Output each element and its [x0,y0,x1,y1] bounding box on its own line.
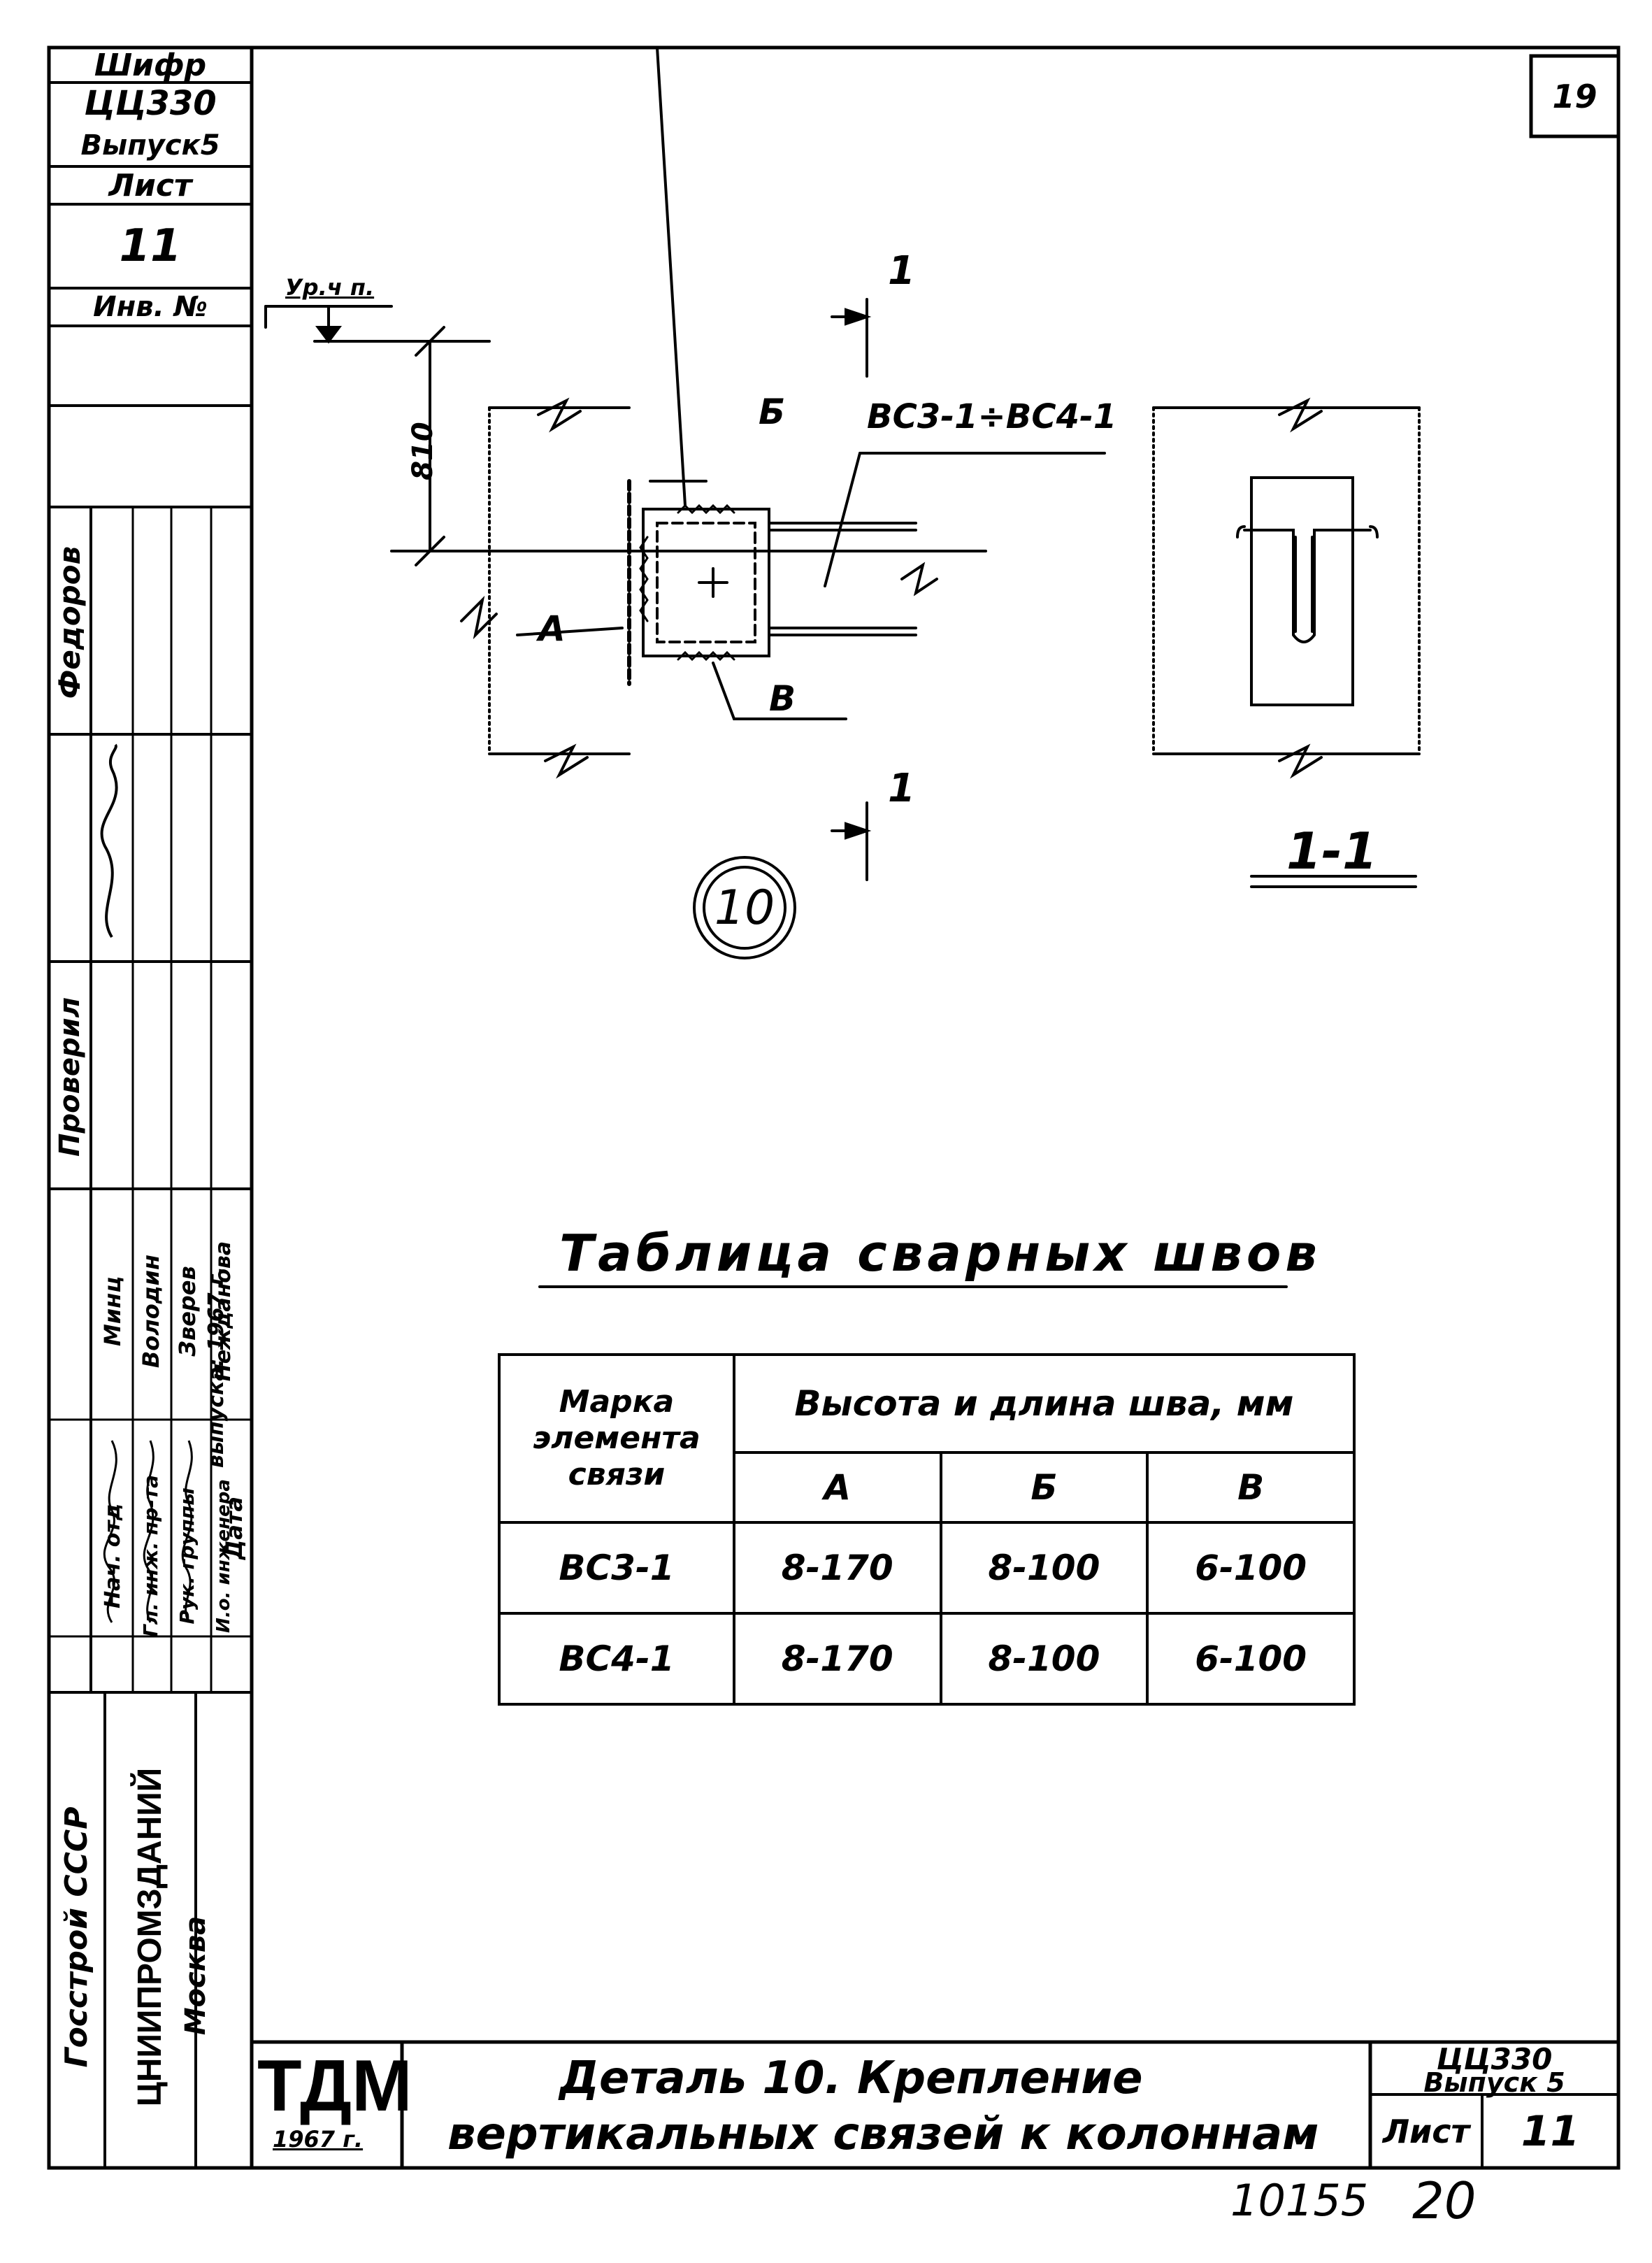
label-b: Б [759,392,786,432]
tb-cipher: ЦЦ330 [1436,2041,1553,2076]
section-mark-top: 1 [888,248,915,294]
detail-number: 10 [714,880,775,936]
issue-value: Выпуск5 [80,129,220,162]
subcol-v: В [1146,1451,1356,1524]
cipher-value: ЦЦ330 [84,84,217,123]
footer-number-left: 10155 [1230,2175,1369,2226]
tb-issue: Выпуск 5 [1423,2066,1565,2098]
row-a: 8-170 [732,1612,942,1706]
name-1: Володин [138,1254,164,1369]
level-label: Ур.ч п. [285,274,375,301]
row-v: 6-100 [1146,1612,1356,1706]
table-row: ВС4-1 8-170 8-100 6-100 [498,1612,1356,1706]
cipher-label: Шифр [94,47,207,83]
label-a: А [538,608,566,649]
signatures-scribbles [103,1440,193,1623]
footer-number-right: 20 [1412,2171,1477,2230]
title-line-2: вертикальных связей к колоннам [447,2108,1319,2160]
inventory-label: Инв. № [93,291,208,323]
name-0: Минц [99,1276,126,1347]
subcol-b: Б [939,1451,1149,1524]
tdm-logo: ТДМ [257,2046,412,2127]
section-title: 1-1 [1286,822,1378,880]
sheet-value: 11 [119,220,182,272]
logo-year: 1967 г. [273,2126,364,2153]
sheet-number-top: 19 [1552,77,1597,115]
author-name: Федоров [52,545,87,699]
label-v: В [769,678,796,719]
table-title: Таблица сварных швов [559,1224,1321,1283]
col-group-header: Высота и длина шва, мм [732,1353,1356,1454]
row-b: 8-100 [939,1521,1149,1615]
row-mark: ВС3-1 [498,1521,735,1615]
dimension-810: 810 [407,422,439,480]
subcol-a: А [732,1451,942,1524]
author-signature [100,743,118,938]
sheet-label: Лист [108,167,192,204]
weld-table: Марка элемента связи Высота и длина шва,… [498,1353,1356,1706]
title-line-1: Деталь 10. Крепление [559,2053,1143,2104]
row-b: 8-100 [939,1612,1149,1706]
brace-mark: ВС3-1÷ВС4-1 [867,397,1117,436]
section-mark-bottom: 1 [888,766,915,811]
row-a: 8-170 [732,1521,942,1615]
table-row: ВС3-1 8-170 8-100 6-100 [498,1521,1356,1615]
col-mark-header: Марка элемента связи [498,1353,735,1524]
ministry-name: Госстрой СССР [59,1806,94,2068]
city-name: Москва [180,1915,212,2036]
row-v: 6-100 [1146,1521,1356,1615]
tb-sheet-label: Лист [1382,2112,1470,2150]
institute-name: ЦНИИПРОМЗДАНИЙ [131,1767,168,2107]
detail-drawing [264,48,1421,1288]
row-mark: ВС4-1 [498,1612,735,1706]
checked-label: Проверил [54,997,86,1157]
tb-sheet-value: 11 [1521,2106,1580,2156]
